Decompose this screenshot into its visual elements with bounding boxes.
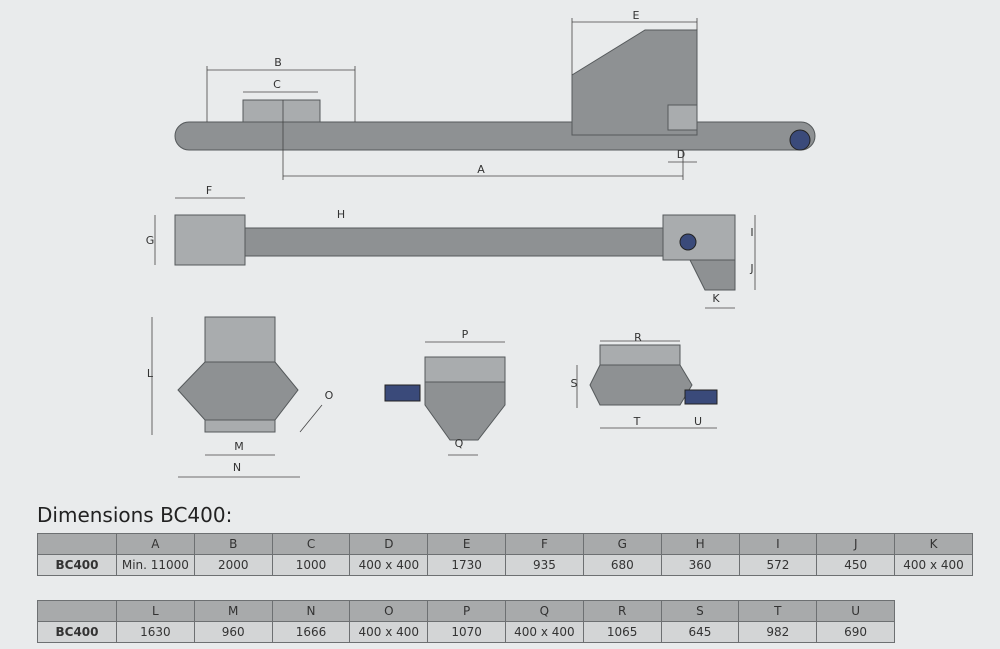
table-header-row: A B C D E F G H I J K <box>37 533 973 555</box>
label-i: I <box>750 226 753 239</box>
header-cell: M <box>193 600 273 622</box>
conveyor-side-view-middle: F G H I J K <box>146 184 756 309</box>
conveyor-end-view-2: P Q <box>384 328 506 456</box>
label-g: G <box>146 234 155 247</box>
dimensions-table-2: L M N O P Q R S T U BC400 1630 960 1666 … <box>37 600 895 643</box>
label-r: R <box>634 331 642 344</box>
value-cell: 1730 <box>427 554 507 576</box>
label-l: L <box>147 367 154 380</box>
table-row: BC400 Min. 11000 2000 1000 400 x 400 173… <box>37 554 973 576</box>
value-cell: 935 <box>505 554 584 576</box>
value-cell: Min. 11000 <box>116 554 195 576</box>
header-cell <box>37 600 117 622</box>
header-cell: F <box>505 533 584 555</box>
header-cell: P <box>427 600 506 622</box>
model-cell: BC400 <box>37 621 117 643</box>
label-n: N <box>233 461 241 474</box>
value-cell: 1666 <box>271 621 351 643</box>
value-cell: 982 <box>738 621 818 643</box>
header-cell: D <box>349 533 429 555</box>
value-cell: 450 <box>816 554 896 576</box>
header-cell: I <box>738 533 818 555</box>
label-u: U <box>694 415 702 428</box>
conveyor-end-view-1: L M N O <box>147 316 334 478</box>
label-s: S <box>571 377 578 390</box>
value-cell: 400 x 400 <box>894 554 973 576</box>
label-m: M <box>234 440 244 453</box>
header-cell: U <box>816 600 895 622</box>
value-cell: 1630 <box>116 621 195 643</box>
header-cell: O <box>349 600 429 622</box>
value-cell: 572 <box>738 554 818 576</box>
header-cell: B <box>193 533 273 555</box>
conveyor-drawings: B C E A D F G H I J K L M N O <box>146 9 816 478</box>
model-cell: BC400 <box>37 554 117 576</box>
value-cell: 1065 <box>582 621 662 643</box>
label-j: J <box>749 262 753 275</box>
header-cell: N <box>271 600 351 622</box>
header-cell: E <box>427 533 507 555</box>
dimensions-table-1: A B C D E F G H I J K BC400 Min. 11000 2… <box>37 533 973 576</box>
value-cell: 645 <box>660 621 740 643</box>
label-a: A <box>477 163 485 176</box>
label-e: E <box>633 9 640 22</box>
label-d: D <box>677 148 685 161</box>
section-title: Dimensions BC400: <box>37 503 233 527</box>
header-cell: A <box>116 533 195 555</box>
value-cell: 400 x 400 <box>349 554 429 576</box>
value-cell: 360 <box>660 554 740 576</box>
table-header-row: L M N O P Q R S T U <box>37 600 895 622</box>
label-c: C <box>273 78 281 91</box>
value-cell: 400 x 400 <box>504 621 584 643</box>
header-cell <box>37 533 117 555</box>
value-cell: 2000 <box>193 554 273 576</box>
value-cell: 680 <box>582 554 662 576</box>
label-k: K <box>712 292 720 305</box>
value-cell: 400 x 400 <box>349 621 429 643</box>
header-cell: L <box>116 600 195 622</box>
conveyor-end-view-3: R S T U <box>571 331 718 429</box>
label-b: B <box>274 56 282 69</box>
value-cell: 1000 <box>271 554 351 576</box>
value-cell: 1070 <box>427 621 506 643</box>
label-f: F <box>206 184 212 197</box>
table-row: BC400 1630 960 1666 400 x 400 1070 400 x… <box>37 621 895 643</box>
header-cell: H <box>660 533 740 555</box>
header-cell: T <box>738 600 818 622</box>
header-cell: S <box>660 600 740 622</box>
header-cell: K <box>894 533 973 555</box>
label-h: H <box>337 208 345 221</box>
header-cell: R <box>582 600 662 622</box>
value-cell: 690 <box>816 621 895 643</box>
label-t: T <box>633 415 641 428</box>
label-p: P <box>462 328 469 341</box>
header-cell: G <box>582 533 662 555</box>
header-cell: Q <box>504 600 584 622</box>
conveyor-side-view-top: B C E A D <box>174 9 816 180</box>
value-cell: 960 <box>193 621 273 643</box>
label-o: O <box>325 389 334 402</box>
header-cell: J <box>816 533 896 555</box>
header-cell: C <box>271 533 351 555</box>
label-q: Q <box>455 437 464 450</box>
